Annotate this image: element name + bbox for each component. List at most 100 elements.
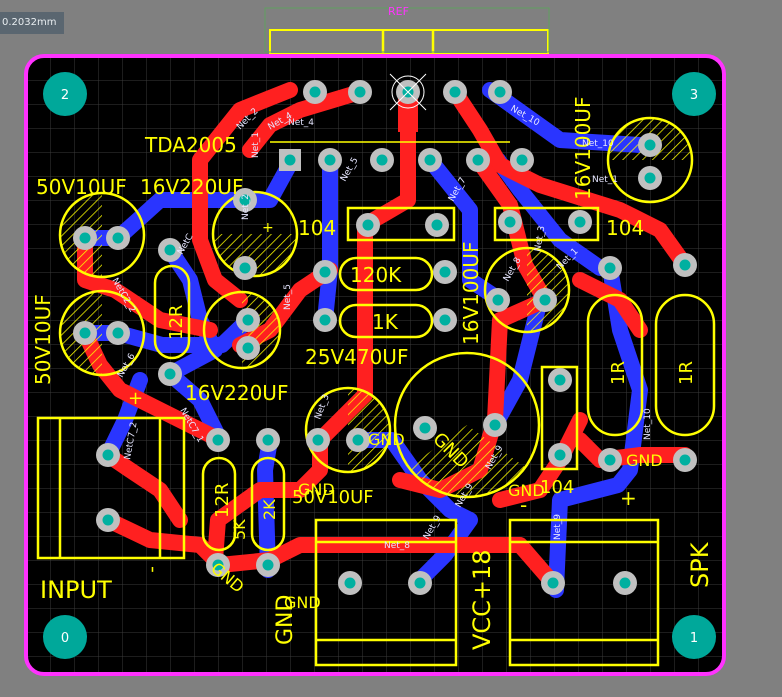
gnd-label-2: GND: [298, 480, 335, 499]
pad-hole: [492, 294, 504, 306]
pad-hole: [242, 342, 254, 354]
pad-hole: [449, 86, 461, 98]
crosshair-icon: [389, 73, 427, 111]
net-label: Net_3: [533, 225, 547, 252]
cap-label-104-a: 104: [298, 216, 336, 240]
pad-hole: [352, 434, 364, 446]
cap-label-25v470uf: 25V470UF: [305, 345, 408, 369]
pad-hole: [212, 434, 224, 446]
pad-hole: [309, 86, 321, 98]
vcc-label: VCC+18: [468, 549, 496, 650]
pad-hole: [516, 154, 528, 166]
pad-hole: [239, 262, 251, 274]
coordinate-readout: 0.2032mm: [0, 12, 64, 34]
pad-hole: [431, 219, 443, 231]
mount-hole-label-3: 3: [690, 88, 698, 103]
net-label: Net_9: [553, 514, 563, 540]
plus-label-3: +: [262, 220, 274, 236]
net-label: Net_10: [643, 408, 653, 440]
mount-hole-2[interactable]: [43, 72, 87, 116]
pad-hole: [679, 454, 691, 466]
pad-hole: [79, 232, 91, 244]
pad-hole: [439, 266, 451, 278]
cap-label-16v100uf-b: 16V100UF: [571, 97, 595, 200]
res-label-1r-b: 1R: [676, 361, 697, 385]
net-label: Net_5: [283, 284, 293, 310]
pad-hole: [439, 314, 451, 326]
mount-hole-0[interactable]: [43, 615, 87, 659]
gnd-label-7: GND: [273, 595, 298, 645]
cap-label-16v220uf-b: 16V220UF: [185, 381, 288, 405]
pad-hole: [79, 327, 91, 339]
pad-hole: [239, 194, 251, 206]
mount-hole-label-2: 2: [61, 88, 69, 103]
pad-hole: [644, 172, 656, 184]
pad-hole: [554, 449, 566, 461]
pad-hole: [554, 374, 566, 386]
pad-hole: [604, 262, 616, 274]
pad-hole: [414, 577, 426, 589]
pad-hole: [102, 514, 114, 526]
pad-hole: [679, 259, 691, 271]
tda-label: TDA2005: [144, 133, 237, 157]
gnd-label-1: GND: [368, 430, 405, 449]
cap-label-104-b: 104: [606, 216, 644, 240]
plus-label-2: +: [620, 486, 637, 510]
pad-hole: [644, 139, 656, 151]
res-label-5k: 5K: [230, 519, 249, 540]
pad-hole: [284, 154, 296, 166]
res-label-12r-a: 12R: [166, 305, 187, 340]
input-label: INPUT: [40, 576, 112, 604]
pad-hole: [547, 577, 559, 589]
net-label: Net_1: [251, 132, 261, 158]
gnd-label-6: GND: [284, 593, 321, 612]
pads[interactable]: [73, 73, 697, 595]
pad-hole: [424, 154, 436, 166]
pad-hole: [212, 559, 224, 571]
mount-hole-1[interactable]: [672, 615, 716, 659]
net-label: Net_8: [384, 541, 410, 551]
pad-hole: [319, 314, 331, 326]
gnd-label-3: GND: [508, 481, 545, 500]
net-label: Net_4: [288, 118, 314, 128]
pad-hole: [164, 368, 176, 380]
pad-hole: [619, 577, 631, 589]
res-label-1k: 1K: [372, 310, 399, 334]
pad-hole: [539, 294, 551, 306]
pad-hole: [344, 577, 356, 589]
pad-hole: [312, 434, 324, 446]
pad-hole: [504, 216, 516, 228]
cap-label-16v220uf-a: 16V220UF: [140, 175, 243, 199]
pad-hole: [574, 216, 586, 228]
board-outline: [24, 54, 726, 676]
pad-hole: [472, 154, 484, 166]
pad-hole: [262, 434, 274, 446]
res-label-120k: 120K: [350, 263, 402, 287]
res-label-1r-a: 1R: [608, 361, 629, 385]
cap-label-16v100uf-a: 16V100UF: [459, 242, 483, 345]
res-label-12r-b: 12R: [212, 483, 233, 518]
pad-hole: [319, 266, 331, 278]
pad-hole: [376, 154, 388, 166]
pad-hole: [262, 559, 274, 571]
net-label: Net_2: [241, 194, 251, 220]
cap-label-50v10uf-b: 50V10UF: [31, 294, 55, 385]
net-label: Net_1: [592, 175, 618, 185]
res-label-2k: 2K: [260, 499, 279, 520]
pad-hole: [112, 232, 124, 244]
mount-hole-label-0: 0: [61, 631, 69, 646]
pad-hole: [242, 314, 254, 326]
minus-label-1: -: [520, 493, 527, 517]
pad-hole: [489, 419, 501, 431]
spk-label: SPK: [686, 541, 714, 588]
mount-hole-3[interactable]: [672, 72, 716, 116]
pad-hole: [164, 244, 176, 256]
cap-label-50v10uf-a: 50V10UF: [36, 175, 127, 199]
minus-label-2: ': [150, 564, 155, 585]
mounting-holes[interactable]: 2 3 0 1: [43, 72, 716, 659]
pad-hole: [102, 449, 114, 461]
pad-hole: [112, 327, 124, 339]
pad-hole: [324, 154, 336, 166]
pad-hole: [494, 86, 506, 98]
